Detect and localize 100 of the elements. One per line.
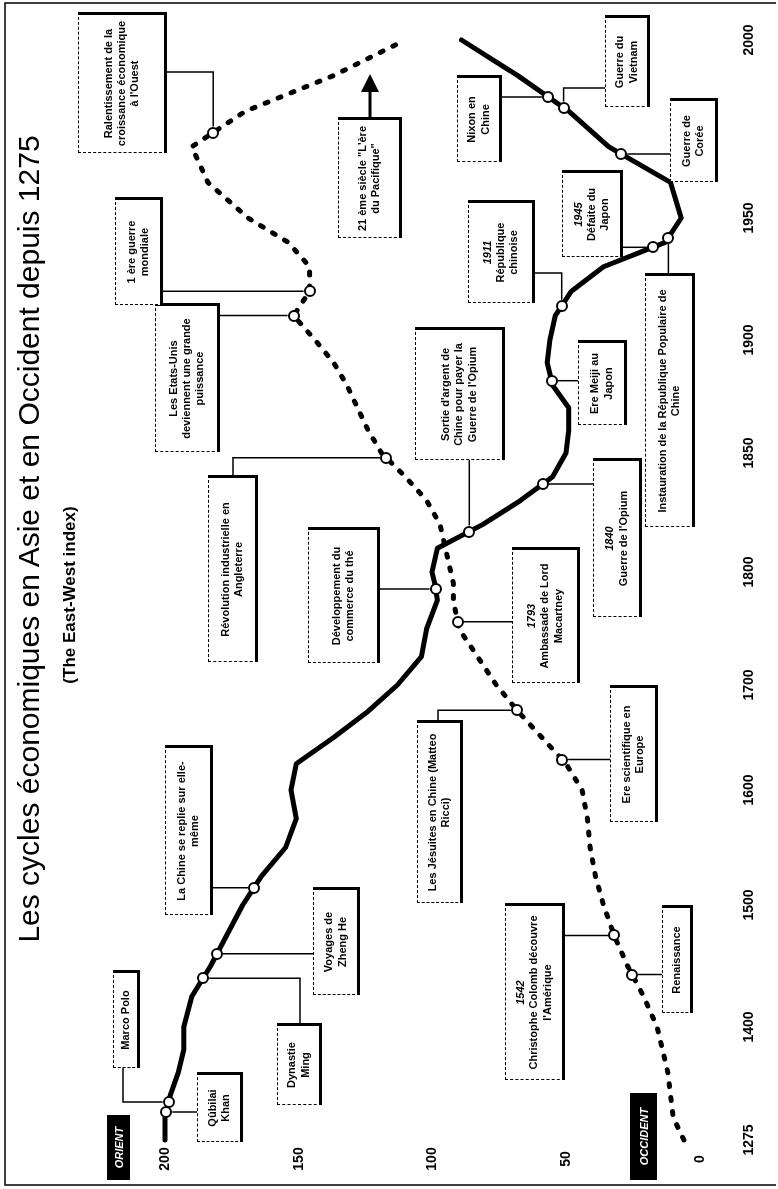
leader-line — [562, 87, 606, 103]
leader-line — [212, 886, 249, 889]
callout-year: 1840 — [603, 526, 617, 551]
callout-box — [417, 720, 463, 903]
callout-text: 1 ère guerre mondiale — [124, 219, 151, 286]
axis-tick-label: 1700 — [740, 668, 757, 703]
point-marker — [162, 1096, 175, 1109]
callout-box — [578, 340, 627, 425]
leader-line — [564, 934, 609, 937]
callout-box — [113, 970, 140, 1068]
point-marker — [287, 309, 300, 322]
callout-text: Renaissance — [669, 926, 683, 994]
callout-box — [313, 887, 360, 995]
point-marker — [510, 704, 523, 717]
callout-box — [645, 273, 695, 527]
callout-box — [670, 98, 718, 182]
axis-tick-label: 1800 — [740, 555, 757, 590]
callout-text: La Chine se replie sur elle-même — [174, 760, 201, 903]
callout-text: Les Jésuites en Chine (Matteo Ricci) — [425, 732, 452, 894]
callout-box — [562, 170, 623, 257]
chart-subtitle: (The East-West index) — [59, 505, 80, 686]
point-marker — [615, 147, 628, 160]
axis-tick-label: 100 — [423, 1146, 440, 1173]
callout-box — [277, 1023, 322, 1105]
callout-year: 1945 — [571, 202, 585, 227]
leader-line — [219, 314, 289, 317]
callout-box — [165, 745, 213, 915]
point-marker — [207, 126, 220, 139]
series-badge: ORIENT — [107, 1115, 130, 1180]
callout-box — [308, 527, 380, 663]
point-marker — [160, 1106, 173, 1118]
axis-tick-label: 1275 — [740, 1123, 757, 1158]
callout-text: République chinoise — [493, 221, 521, 285]
callout-text: Ambassade de Lord Macartney — [538, 562, 565, 671]
callout-text: Guerre de Corée — [679, 114, 706, 169]
leader-line — [232, 457, 381, 476]
leader-line — [222, 953, 314, 955]
leader-line — [622, 246, 648, 249]
point-marker — [555, 299, 568, 312]
axis-tick-label: 2000 — [740, 23, 757, 58]
axis-tick-label: 150 — [290, 1146, 307, 1173]
leader-line — [637, 973, 663, 976]
point-marker — [380, 451, 393, 464]
leader-line — [567, 758, 611, 761]
point-marker — [247, 881, 260, 894]
callout-box — [605, 15, 650, 107]
arrow — [361, 74, 379, 117]
axis-tick-label: 1850 — [740, 436, 757, 471]
callout-box — [338, 117, 402, 238]
leader-line — [534, 272, 563, 301]
callout-text: 21 ème siècle "L'ère du Pacifique" — [355, 124, 382, 233]
point-marker — [556, 753, 569, 766]
callout-box — [512, 547, 580, 683]
axis-tick-label: 0 — [691, 1154, 708, 1165]
leader-line — [626, 153, 671, 155]
callout-text: Ere Meiji au Japon — [588, 351, 615, 417]
axis-tick-label: 1500 — [740, 888, 757, 923]
point-marker — [303, 285, 316, 298]
axis-tick-label: 50 — [557, 1150, 574, 1169]
callout-text: Marco Polo — [118, 990, 132, 1050]
callout-text: Dynastie Ming — [285, 1041, 312, 1090]
callout-box — [155, 303, 220, 452]
callout-box — [115, 197, 163, 305]
callout-text: Qûbilai Khan — [205, 1088, 232, 1129]
leader-line — [468, 459, 471, 527]
callout-year: 1911 — [480, 240, 494, 265]
callout-box — [468, 200, 535, 303]
callout-box — [457, 75, 502, 162]
axis-tick-label: 1950 — [740, 201, 757, 236]
callout-box — [593, 458, 642, 617]
point-marker — [626, 968, 639, 981]
point-marker — [211, 947, 223, 960]
leader-line — [437, 709, 512, 721]
axis-tick-label: 1600 — [740, 773, 757, 808]
leader-line — [122, 1067, 164, 1103]
callout-box — [662, 905, 693, 1013]
axis-tick-label: 200 — [156, 1146, 173, 1173]
callout-text: Révolution industrielle en Angleterre — [218, 501, 245, 639]
leader-line — [556, 379, 579, 382]
axis-tick-label: 1900 — [740, 323, 757, 358]
callout-box — [610, 685, 658, 822]
point-marker — [451, 615, 464, 628]
callout-text: Christophe Colomb découvre l'Amérique — [527, 914, 554, 1072]
leader-line — [166, 71, 214, 128]
leader-line — [667, 242, 670, 274]
leader-line — [501, 96, 544, 98]
axis-tick-label: 1400 — [740, 1010, 757, 1045]
series-badge: OCCIDENT — [630, 1093, 657, 1180]
callout-text: Ere scientifique en Europe — [619, 704, 646, 806]
point-marker — [542, 90, 555, 103]
point-marker — [429, 582, 442, 595]
point-marker — [536, 477, 549, 490]
callout-text: Ralentissement de la croissance économique à l'Ouest — [101, 19, 142, 148]
callout-text: Guerre du Vietnam — [613, 34, 640, 91]
leader-line — [548, 483, 594, 485]
callout-box — [78, 12, 167, 153]
callout-text: Développement du commerce du thé — [329, 545, 356, 648]
callout-year: 1793 — [525, 603, 539, 629]
leader-line — [462, 620, 513, 623]
callout-text: Sortie d'argent de Chine pour payer la Guerre de l'Opium — [439, 342, 479, 448]
